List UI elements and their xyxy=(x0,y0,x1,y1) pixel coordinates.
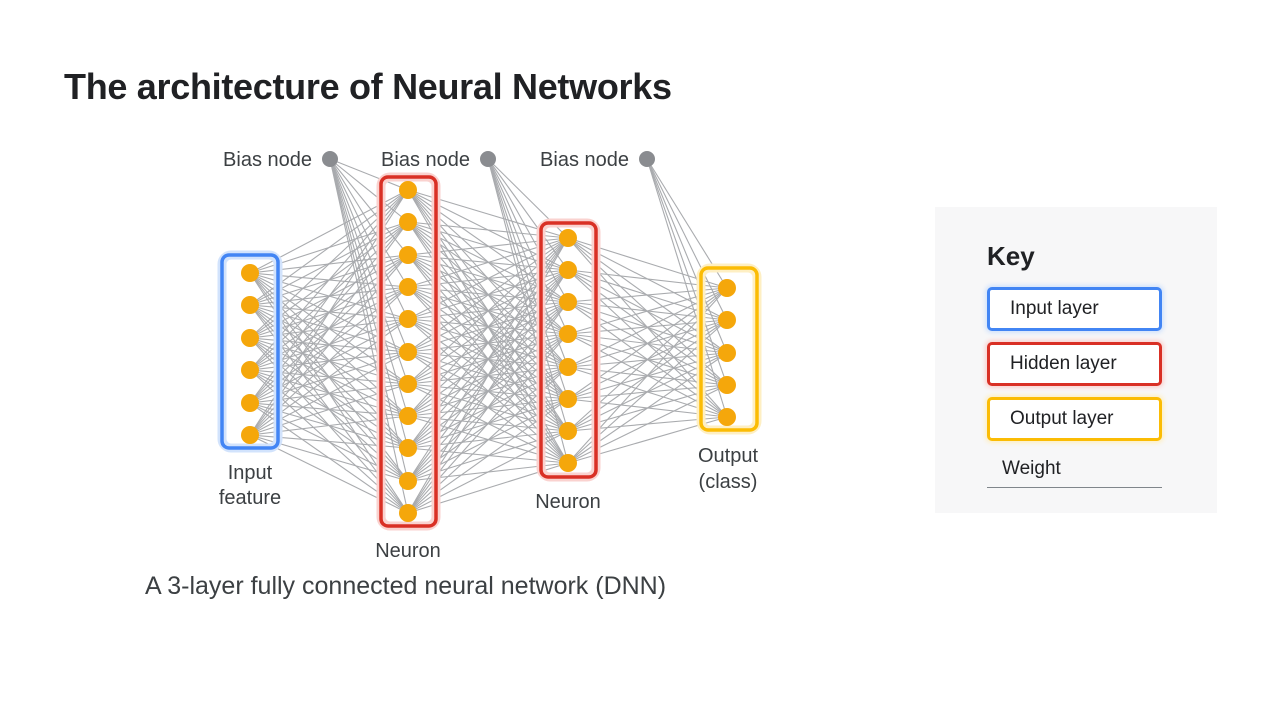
neuron-nodes xyxy=(241,181,736,522)
neuron-node xyxy=(399,472,417,490)
diagram-caption: A 3-layer fully connected neural network… xyxy=(145,572,667,600)
neuron-node xyxy=(399,278,417,296)
bias-nodes xyxy=(322,151,655,167)
neuron-node xyxy=(399,310,417,328)
neuron-node xyxy=(718,311,736,329)
neuron-node xyxy=(241,394,259,412)
key-weight-label: Weight xyxy=(1002,458,1061,479)
hidden-layer-2-box xyxy=(536,218,601,482)
neuron-node xyxy=(399,343,417,361)
key-item-input-layer: Input layer xyxy=(987,287,1162,331)
output-layer-label-line2: (class) xyxy=(699,471,758,493)
neuron-node xyxy=(399,181,417,199)
neuron-node xyxy=(559,390,577,408)
bias-node-circle xyxy=(322,151,338,167)
output-layer-label-line1: Output xyxy=(698,445,758,467)
neuron-node xyxy=(559,325,577,343)
weight-line xyxy=(987,487,1162,488)
bias-node-2-label: Bias node xyxy=(381,149,470,171)
bias-node-3-label: Bias node xyxy=(540,149,629,171)
page-title: The architecture of Neural Networks xyxy=(64,66,672,107)
hidden-layer-1-box xyxy=(376,172,441,531)
neuron-node xyxy=(241,361,259,379)
neuron-node xyxy=(399,439,417,457)
key-item-hidden-layer: Hidden layer xyxy=(987,342,1162,386)
input-layer-box xyxy=(217,250,283,453)
output-layer-box xyxy=(696,263,762,435)
network-graphics xyxy=(217,151,762,531)
neuron-node xyxy=(559,422,577,440)
key-item-hidden-layer-label: Hidden layer xyxy=(1010,353,1117,374)
neuron-node xyxy=(241,264,259,282)
network-labels: Bias node Bias node Bias node Input feat… xyxy=(219,149,759,562)
neuron-node xyxy=(559,454,577,472)
neuron-node xyxy=(399,246,417,264)
neuron-node xyxy=(718,344,736,362)
input-layer-label-line1: Input xyxy=(228,462,273,484)
key-item-input-layer-label: Input layer xyxy=(1010,298,1099,319)
neuron-node xyxy=(399,407,417,425)
bias-node-circle xyxy=(639,151,655,167)
bias-node-1-label: Bias node xyxy=(223,149,312,171)
key-item-output-layer-label: Output layer xyxy=(1010,408,1114,429)
neuron-node xyxy=(559,293,577,311)
neuron-node xyxy=(241,426,259,444)
neuron-node xyxy=(559,229,577,247)
input-layer-label-line2: feature xyxy=(219,487,281,509)
neuron-node xyxy=(399,213,417,231)
neuron-node xyxy=(718,376,736,394)
key-item-output-layer: Output layer xyxy=(987,397,1162,441)
neuron-node xyxy=(241,329,259,347)
neuron-node xyxy=(718,279,736,297)
key-weight: Weight xyxy=(987,458,1162,488)
neuron-node xyxy=(399,504,417,522)
neuron-node xyxy=(559,261,577,279)
key-heading: Key xyxy=(987,241,1035,271)
hidden-layer-2-label: Neuron xyxy=(535,491,601,513)
weight-connections xyxy=(249,158,728,514)
neuron-node xyxy=(718,408,736,426)
bias-node-circle xyxy=(480,151,496,167)
neuron-node xyxy=(241,296,259,314)
hidden-layer-1-label: Neuron xyxy=(375,540,441,562)
neuron-node xyxy=(399,375,417,393)
neuron-node xyxy=(559,358,577,376)
key-panel: Key Input layer Hidden layer Output laye… xyxy=(935,207,1217,513)
